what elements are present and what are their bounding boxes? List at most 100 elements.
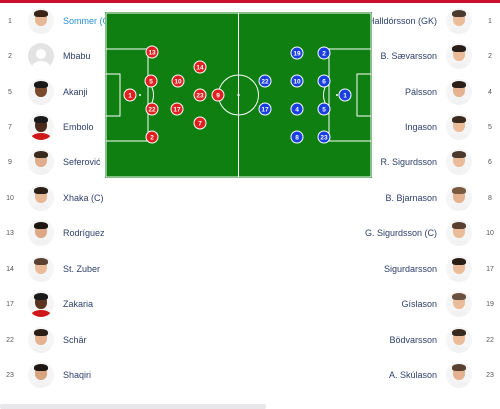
home-marker-5[interactable]: 5 (144, 74, 158, 88)
away-marker-4[interactable]: 4 (290, 102, 304, 116)
shirt-number: 5 (8, 88, 12, 96)
home-marker-23[interactable]: 23 (193, 88, 207, 102)
player-name[interactable]: Bödvarsson (389, 335, 437, 345)
player-name[interactable]: Seferović (63, 157, 101, 167)
zuber-avatar (28, 256, 54, 282)
svg-text:13: 13 (148, 49, 156, 56)
home-marker-13[interactable]: 13 (145, 45, 159, 59)
away-marker-17[interactable]: 17 (258, 102, 272, 116)
player-name[interactable]: Mbabu (63, 51, 91, 61)
player-name[interactable]: A. Skúlason (388, 370, 437, 380)
shirt-number: 2 (488, 52, 492, 60)
away-player-row[interactable]: G. Sigurdsson (C) 10 (270, 219, 500, 247)
player-name[interactable]: Xhaka (C) (63, 193, 104, 203)
home-player-row[interactable]: 1 Sommer (GK) (0, 7, 230, 35)
player-name[interactable]: B. Bjarnason (385, 193, 437, 203)
ingason-avatar (446, 114, 472, 140)
home-player-row[interactable]: 5 Akanji (0, 78, 230, 106)
home-player-row[interactable]: 10 Xhaka (C) (0, 184, 230, 212)
center-spot (237, 93, 240, 97)
player-name[interactable]: Ingason (404, 122, 437, 132)
home-marker-17[interactable]: 17 (170, 102, 184, 116)
home-marker-2[interactable]: 2 (145, 130, 159, 144)
shirt-number: 1 (8, 17, 12, 25)
home-marker-7[interactable]: 7 (193, 116, 207, 130)
away-marker-10[interactable]: 10 (290, 74, 304, 88)
home-marker-14[interactable]: 14 (193, 60, 207, 74)
top-accent-bar (0, 0, 500, 3)
home-marker-9[interactable]: 9 (211, 88, 225, 102)
away-marker-19[interactable]: 19 (290, 46, 304, 60)
shirt-number: 4 (488, 88, 492, 96)
player-name[interactable]: Sommer (GK) (63, 16, 119, 26)
svg-text:1: 1 (343, 92, 347, 99)
home-marker-22[interactable]: 22 (145, 102, 159, 116)
svg-text:8: 8 (295, 134, 299, 141)
player-name[interactable]: Embolo (63, 122, 94, 132)
shirt-number: 10 (486, 229, 494, 237)
player-name[interactable]: Sigurdarsson (383, 264, 437, 274)
away-marker-22[interactable]: 22 (258, 74, 272, 88)
away-player-row[interactable]: Sigurdarsson 17 (270, 255, 500, 283)
svg-text:9: 9 (216, 92, 220, 99)
shirt-number: 14 (6, 265, 14, 273)
home-player-row[interactable]: 9 Seferović (0, 148, 230, 176)
player-name[interactable]: Zakaria (63, 299, 94, 309)
shirt-number: 10 (6, 194, 14, 202)
player-name[interactable]: B. Sævarsson (380, 51, 437, 61)
away-marker-2[interactable]: 2 (317, 46, 331, 60)
xhaka-avatar (28, 185, 54, 211)
player-name[interactable]: St. Zuber (63, 264, 101, 274)
shirt-number: 2 (8, 52, 12, 60)
away-player-row[interactable]: Pálsson 4 (270, 78, 500, 106)
gislason-avatar (446, 291, 472, 317)
away-marker-23[interactable]: 23 (317, 130, 331, 144)
away-marker-5[interactable]: 5 (317, 102, 331, 116)
shirt-number: 9 (8, 158, 12, 166)
shirt-number: 17 (486, 265, 494, 273)
player-name[interactable]: Gíslason (401, 299, 437, 309)
svg-text:5: 5 (322, 106, 326, 113)
player-name[interactable]: R. Sigurdsson (380, 157, 437, 167)
shirt-number: 1 (488, 17, 492, 25)
player-name[interactable]: Pálsson (404, 87, 437, 97)
away-player-row[interactable]: Halldórsson (GK) 1 (270, 7, 500, 35)
home-marker-1[interactable]: 1 (123, 88, 137, 102)
svg-text:22: 22 (261, 78, 269, 85)
home-player-row[interactable]: 2 Mbabu (0, 42, 230, 70)
player-name[interactable]: Halldórsson (GK) (367, 16, 437, 26)
player-name[interactable]: Shaqiri (63, 370, 92, 380)
player-name[interactable]: Akanji (63, 87, 88, 97)
svg-text:7: 7 (198, 120, 202, 127)
player-name[interactable]: G. Sigurdsson (C) (364, 228, 437, 238)
home-marker-10[interactable]: 10 (171, 74, 185, 88)
horizontal-scrollbar[interactable] (0, 404, 266, 409)
away-player-row[interactable]: B. Sævarsson 2 (270, 42, 500, 70)
svg-text:4: 4 (295, 106, 299, 113)
home-penalty-spot (139, 94, 141, 96)
placeholder-avatar (28, 43, 54, 69)
player-name[interactable]: Schär (63, 335, 87, 345)
home-player-row[interactable]: 14 St. Zuber (0, 255, 230, 283)
player-name[interactable]: Rodríguez (63, 228, 105, 238)
svg-text:2: 2 (150, 134, 154, 141)
away-marker-6[interactable]: 6 (317, 74, 331, 88)
palsson-avatar (446, 79, 472, 105)
r-sigurdsson-avatar (446, 149, 472, 175)
away-marker-1[interactable]: 1 (338, 88, 352, 102)
away-marker-8[interactable]: 8 (290, 130, 304, 144)
home-player-row[interactable]: 7 Embolo (0, 113, 230, 141)
svg-text:14: 14 (196, 64, 204, 71)
